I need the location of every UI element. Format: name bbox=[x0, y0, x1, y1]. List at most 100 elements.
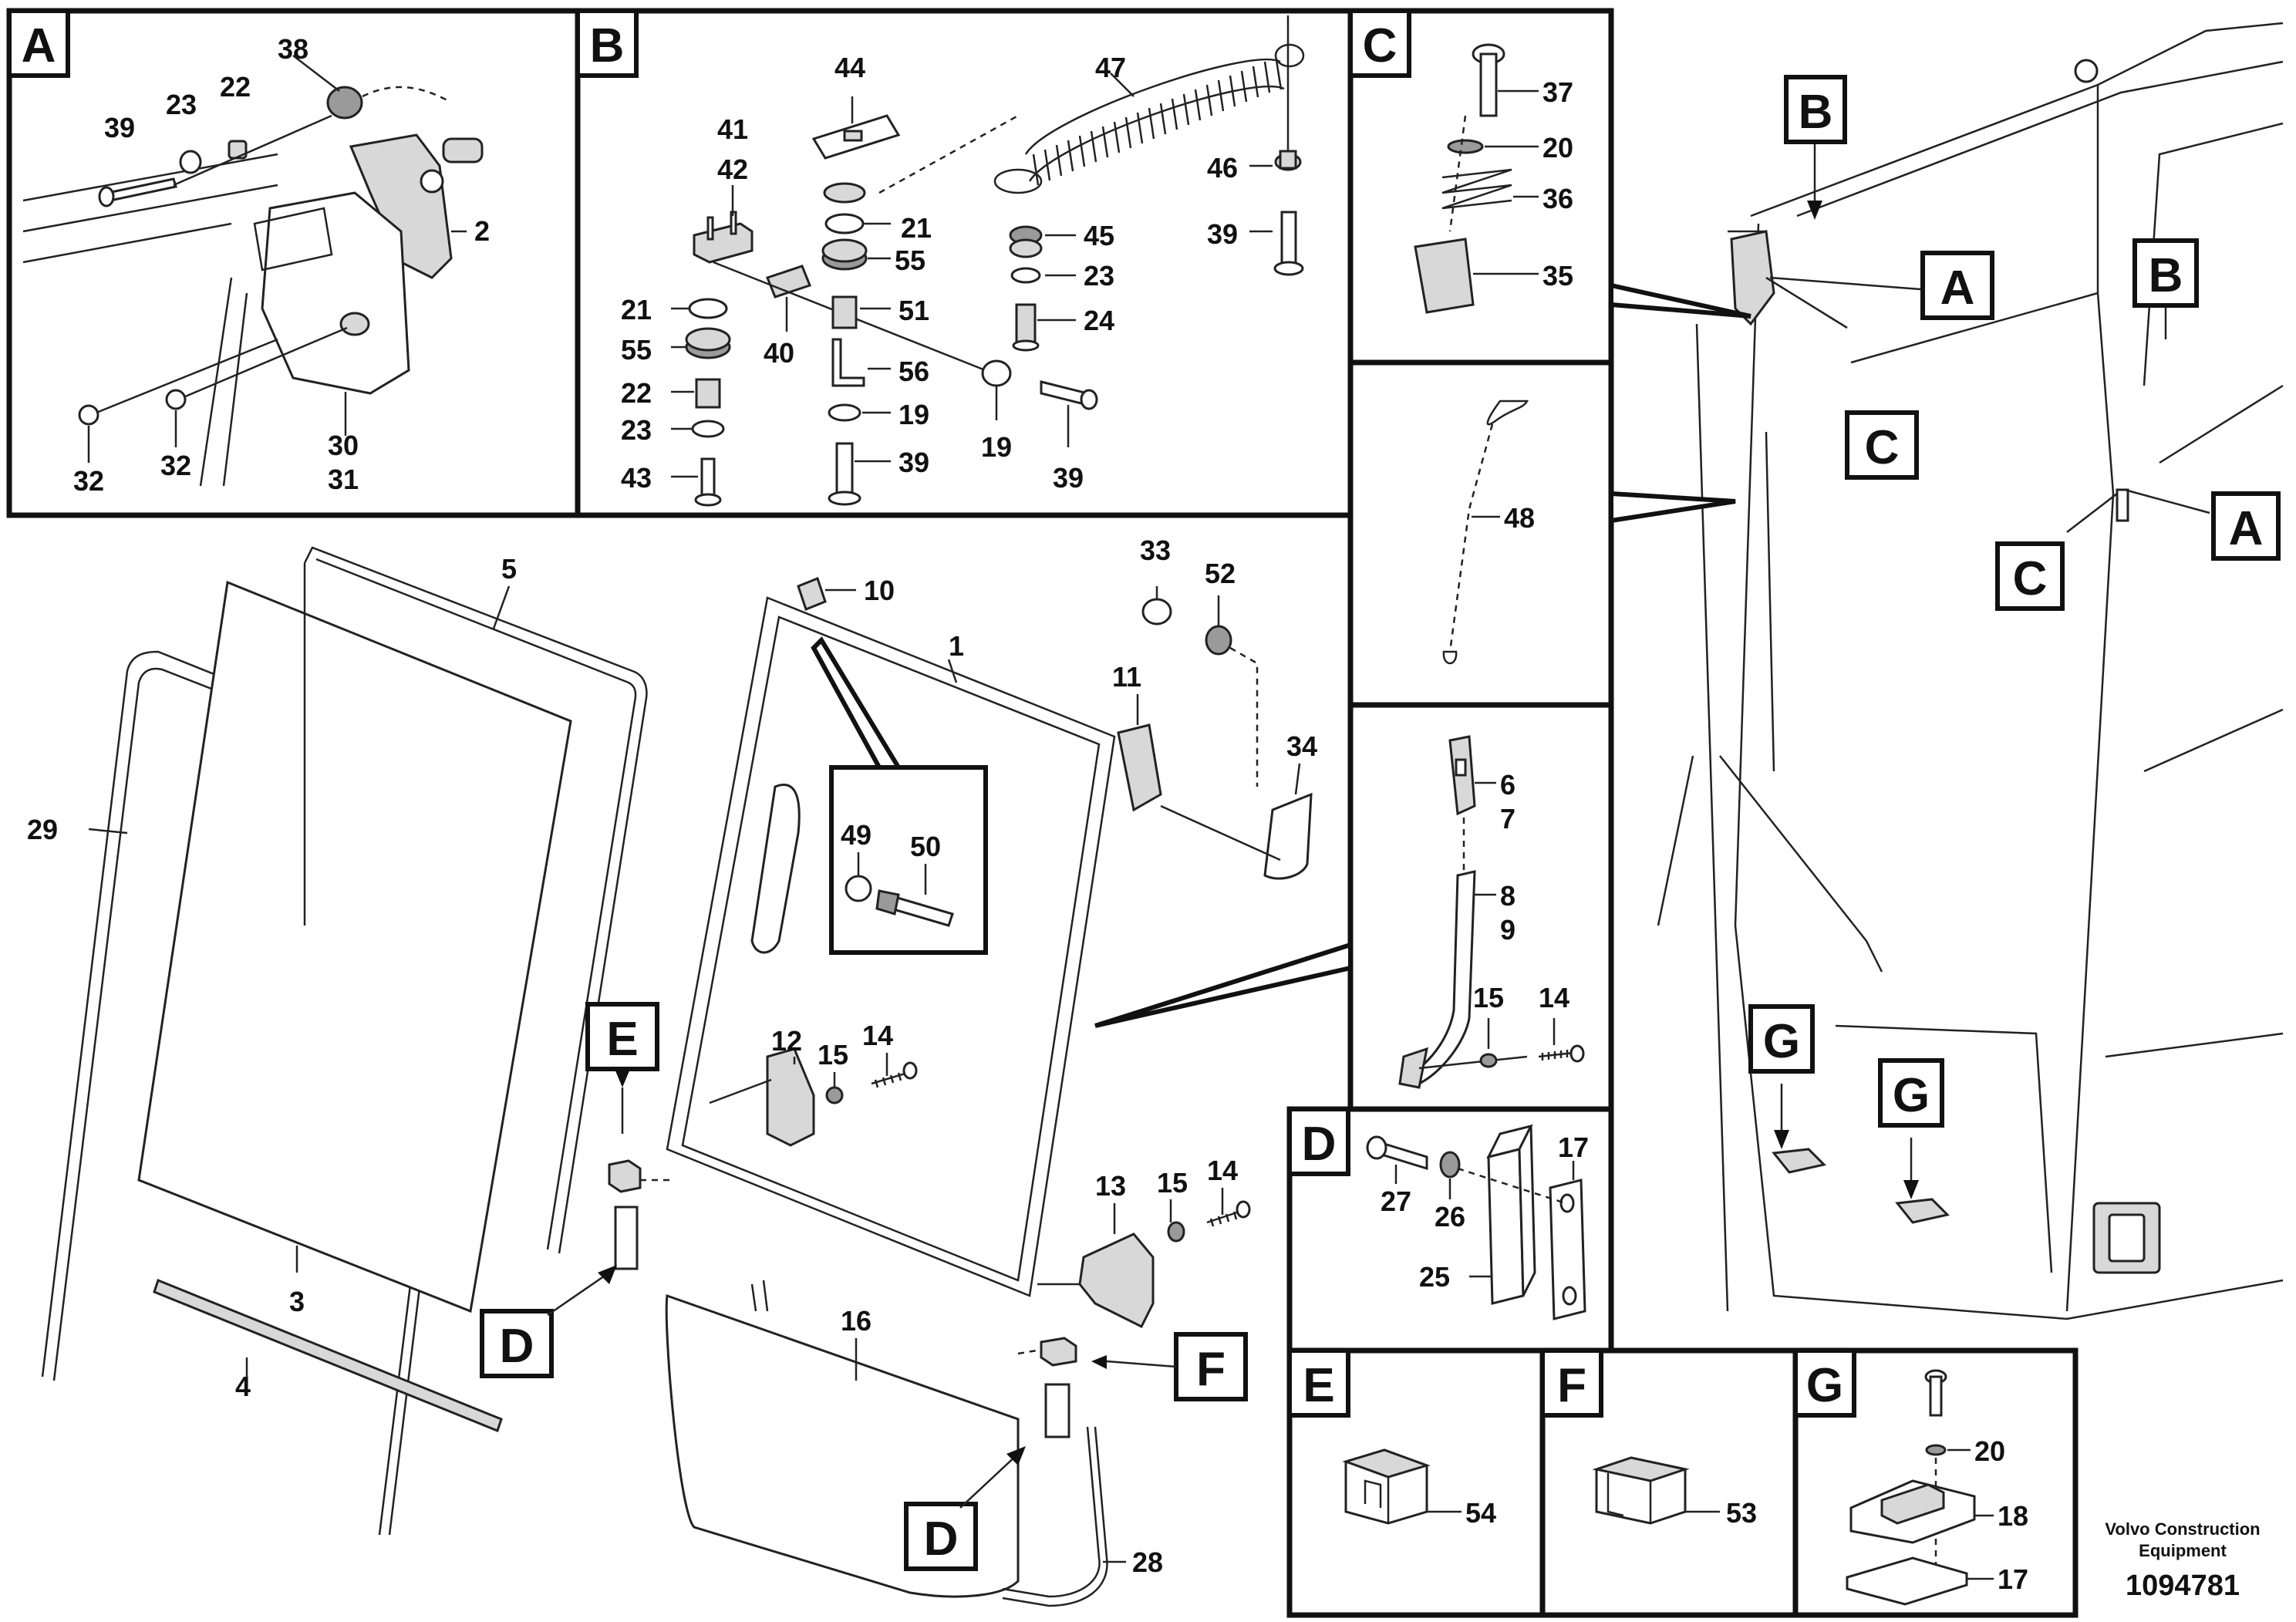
part-15b: 15 bbox=[1157, 1167, 1188, 1199]
washer-33 bbox=[1141, 598, 1172, 626]
panel-a-tab bbox=[7, 8, 70, 78]
part-21b: 21 bbox=[901, 212, 932, 244]
door-spacer-d2 bbox=[1044, 1383, 1070, 1438]
svg-text:B: B bbox=[2149, 249, 2183, 302]
part-25: 25 bbox=[1419, 1261, 1450, 1293]
door-inner-handle bbox=[750, 784, 801, 954]
part-27: 27 bbox=[1381, 1185, 1411, 1217]
cab-callout-a-right bbox=[2211, 491, 2281, 561]
detail-box-49-50 bbox=[829, 765, 988, 955]
footer: Volvo Construction Equipment 1094781 bbox=[2105, 1519, 2260, 1602]
svg-text:E: E bbox=[606, 1013, 638, 1066]
svg-text:B: B bbox=[1799, 86, 1833, 139]
panel-frames bbox=[6, 8, 2079, 1618]
part-12: 12 bbox=[771, 1025, 802, 1057]
bracket-41 bbox=[693, 222, 754, 264]
washer-26 bbox=[1439, 1151, 1461, 1179]
part-18: 18 bbox=[1998, 1500, 2028, 1532]
svg-text:G: G bbox=[1763, 1015, 1800, 1068]
panel-e-tab bbox=[1287, 1348, 1350, 1418]
part-22: 22 bbox=[220, 71, 251, 103]
part-13: 13 bbox=[1095, 1170, 1126, 1202]
part-10: 10 bbox=[864, 575, 895, 606]
panel-a-drawing: 38 39 23 22 2 30 31 32 32 bbox=[22, 33, 490, 497]
part-45: 45 bbox=[1084, 220, 1114, 251]
bolt-43 bbox=[700, 457, 716, 501]
part-8: 8 bbox=[1500, 880, 1515, 912]
part-24: 24 bbox=[1084, 305, 1114, 336]
plate-17d bbox=[1549, 1179, 1586, 1320]
cab-callout-g2 bbox=[1878, 1058, 1944, 1128]
panel-g-drawing: 20 18 17 bbox=[1846, 1369, 2028, 1606]
glass-3 bbox=[137, 580, 572, 1313]
plate-17g bbox=[1846, 1556, 1968, 1606]
screw-32a bbox=[78, 404, 99, 426]
washer-19b bbox=[981, 359, 1012, 387]
washer-15h bbox=[1479, 1053, 1498, 1068]
bracket-40 bbox=[766, 265, 811, 298]
door-frame-1 bbox=[666, 596, 1116, 1297]
part-23b: 23 bbox=[1084, 260, 1114, 292]
washer-23c bbox=[691, 420, 725, 438]
doc-number: 1094781 bbox=[2126, 1570, 2240, 1602]
bolt-39m bbox=[835, 442, 854, 497]
washer-15b bbox=[1167, 1221, 1185, 1243]
hinge-mount bbox=[253, 207, 333, 271]
part-35: 35 bbox=[1542, 260, 1573, 292]
panel-d-label: D bbox=[1302, 1118, 1337, 1171]
part-48: 48 bbox=[1504, 502, 1535, 534]
bushing-51 bbox=[831, 295, 858, 329]
latch-10 bbox=[797, 577, 827, 611]
svg-text:D: D bbox=[924, 1512, 959, 1566]
part-6: 6 bbox=[1500, 769, 1515, 801]
washer-15a bbox=[825, 1086, 844, 1104]
cab-latch bbox=[1730, 230, 1775, 326]
part-16: 16 bbox=[841, 1305, 872, 1337]
part-17d: 17 bbox=[1558, 1131, 1589, 1163]
washer-20g bbox=[1925, 1444, 1947, 1456]
svg-text:A: A bbox=[1940, 261, 1975, 315]
door-spacer-d1 bbox=[614, 1206, 639, 1270]
panel-handle-drawing: 6 7 8 9 15 14 bbox=[1398, 735, 1585, 1089]
part-3: 3 bbox=[289, 1286, 305, 1317]
part-11: 11 bbox=[1112, 661, 1141, 693]
part-17g: 17 bbox=[1998, 1563, 2028, 1595]
panel-d-drawing: 27 26 17 25 bbox=[1366, 1124, 1589, 1320]
part-26: 26 bbox=[1435, 1201, 1465, 1233]
part-50: 50 bbox=[910, 831, 941, 862]
screw-14a bbox=[871, 1071, 911, 1088]
cab-callout-a-top bbox=[1920, 251, 1994, 320]
washer-23b bbox=[1010, 267, 1041, 284]
spring-47 bbox=[993, 43, 1305, 194]
door-frame-post bbox=[199, 277, 248, 487]
part-23c: 23 bbox=[621, 414, 652, 446]
panel-cable-drawing: 48 bbox=[1442, 400, 1535, 665]
cab-callout-c-right bbox=[1995, 541, 2065, 611]
panel-f-tab bbox=[1540, 1348, 1603, 1418]
part-32a: 32 bbox=[73, 465, 104, 497]
svg-text:C: C bbox=[2013, 552, 2048, 605]
bushing-24 bbox=[1015, 303, 1037, 345]
part-42: 42 bbox=[717, 153, 748, 185]
panel-a-label: A bbox=[22, 19, 56, 73]
latch-35 bbox=[1414, 238, 1475, 314]
panel-pointer-wedges bbox=[1094, 282, 1752, 1028]
cab-callouts: B A C B A C G G bbox=[1748, 75, 2281, 1128]
part-44: 44 bbox=[834, 52, 865, 83]
panel-f-drawing: 53 bbox=[1592, 1456, 1757, 1529]
panel-b-frame bbox=[575, 8, 1354, 518]
bushing-22b bbox=[695, 378, 721, 409]
door-callout-d2 bbox=[904, 1502, 978, 1571]
panel-c-drawing: 37 20 36 35 bbox=[1414, 43, 1573, 314]
door-callout-d1 bbox=[480, 1309, 554, 1378]
hinge-11 bbox=[1117, 723, 1162, 812]
part-37: 37 bbox=[1542, 76, 1573, 108]
part-7: 7 bbox=[1500, 803, 1515, 835]
part-2: 2 bbox=[474, 215, 490, 247]
svg-text:A: A bbox=[2229, 502, 2264, 555]
part-4: 4 bbox=[235, 1371, 251, 1402]
part-33: 33 bbox=[1140, 534, 1171, 566]
screw-14h bbox=[1538, 1050, 1574, 1061]
part-39: 39 bbox=[104, 112, 135, 143]
part-46: 46 bbox=[1207, 152, 1238, 184]
